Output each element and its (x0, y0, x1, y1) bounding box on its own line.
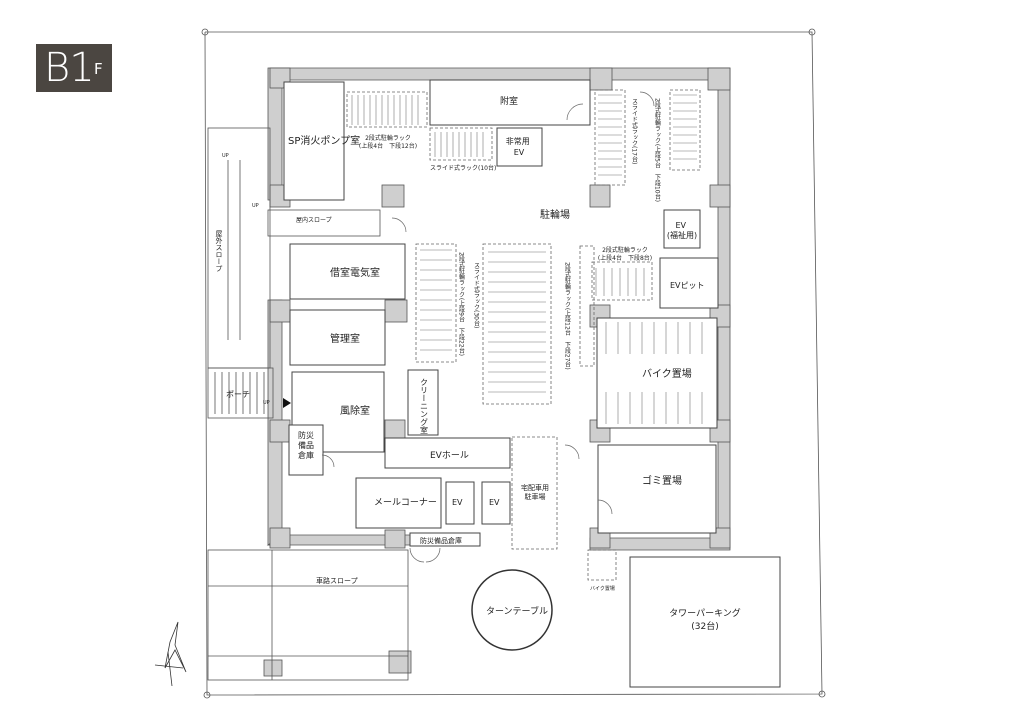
label-tower-parking: タワーパーキング(32台) (669, 607, 741, 632)
label-porch: ポーチ (226, 390, 250, 399)
compass-icon (154, 621, 187, 687)
label-rental-electric: 借室電気室 (330, 266, 380, 279)
label-rack-top-left: 2段式駐輪ラック(上段4台 下段12台) (359, 134, 417, 150)
label-rack-center-v3: 2段式駐輪ラック(上段12台 下段27台) (564, 262, 571, 370)
emergency-ev-line-1: 非常用 (506, 136, 530, 146)
label-rack-center-v1: 2段式駐輪ラック(上段9台 下段22台) (458, 252, 465, 356)
room-garbage (597, 444, 717, 534)
label-rack-top-right-v2: 2段式駐輪ラック(上段5台 下段10台) (654, 98, 661, 202)
dashed-areas (346, 89, 701, 581)
room-annex (429, 79, 591, 126)
welfare-ev-line-1: EV (675, 221, 686, 230)
structural-walls (263, 67, 731, 677)
floor-badge: B1 F (36, 44, 112, 92)
label-up-3: UP (263, 400, 270, 406)
label-sp-pump: SP消火ポンプ室 (288, 134, 360, 147)
label-management: 管理室 (330, 332, 360, 345)
label-car-slope: 車路スロープ (316, 576, 358, 585)
label-welfare-ev: EV (福祉用) (667, 221, 697, 240)
room-tower-parking (629, 556, 781, 688)
label-delivery-parking: 宅配車用駐車場 (521, 483, 549, 501)
label-rack-slide-top: スライド式ラック(10台) (430, 164, 496, 172)
room-ev-pit (659, 257, 719, 309)
room-disaster-storage-1 (288, 424, 324, 476)
slopes (207, 127, 409, 681)
label-turntable: ターンテーブル (486, 605, 548, 617)
label-ev-2: EV (489, 498, 500, 507)
label-rack-top-right-v1: スライド式ラック(17台) (631, 98, 638, 164)
label-up-1: UP (222, 153, 229, 159)
label-ev-1: EV (452, 498, 463, 507)
label-cleaning: クリーニング室 (420, 378, 429, 434)
label-bike-small: バイク置場 (590, 585, 615, 592)
room-labels: SP消火ポンプ室 附室 非常用 EV 駐輪場 EV (福祉用) EVピット 借室… (215, 95, 741, 632)
label-disaster-storage-2: 防災備品倉庫 (420, 536, 462, 545)
floor-suffix: F (94, 60, 103, 78)
emergency-ev-line-2: EV (514, 148, 525, 157)
room-ev-hall (384, 437, 511, 469)
label-annex: 附室 (500, 95, 518, 107)
room-bike (596, 317, 718, 429)
label-emergency-ev: 非常用 EV (506, 136, 533, 157)
room-sp-pump (283, 81, 345, 201)
rack-hatching (351, 94, 703, 424)
label-rack-mid-right: 2段式駐輪ラック(上段4台 下段8台) (598, 246, 652, 262)
room-welfare-ev (663, 209, 701, 249)
label-garbage: ゴミ置場 (642, 474, 682, 487)
room-management (289, 309, 386, 366)
entrance-arrow (283, 398, 291, 408)
label-bicycle-parking: 駐輪場 (540, 208, 570, 221)
rack-labels: 2段式駐輪ラック(上段4台 下段12台) スライド式ラック(10台) スライド式… (359, 98, 661, 370)
label-indoor-slope: 屋内スロープ (296, 216, 332, 224)
room-outlines (283, 79, 781, 688)
door-swings (321, 91, 655, 563)
turntable-circle (471, 569, 553, 651)
label-up-2: UP (252, 203, 259, 209)
label-windbreak: 風除室 (340, 404, 370, 417)
label-mail-corner: メールコーナー (374, 497, 437, 508)
label-ev-pit: EVピット (670, 281, 705, 290)
room-mail-corner (355, 477, 442, 529)
room-ev-1 (445, 481, 475, 525)
label-ev-hall: EVホール (430, 450, 469, 461)
welfare-ev-line-2: (福祉用) (667, 230, 697, 240)
label-outdoor-slope: 屋外スロープ (215, 230, 223, 272)
label-disaster-storage-1: 防災備品倉庫 (298, 430, 314, 460)
site-boundary (201, 28, 826, 699)
room-disaster-storage-2 (409, 532, 481, 547)
room-ev-2 (481, 481, 511, 525)
room-rental-electric (289, 243, 406, 300)
room-cleaning (407, 369, 439, 436)
label-rack-center-v2: スライド式ラック(30台) (473, 262, 480, 328)
label-bike-parking: バイク置場 (642, 367, 692, 380)
floor-label: B1 (44, 45, 95, 91)
room-emergency-ev (496, 127, 543, 167)
